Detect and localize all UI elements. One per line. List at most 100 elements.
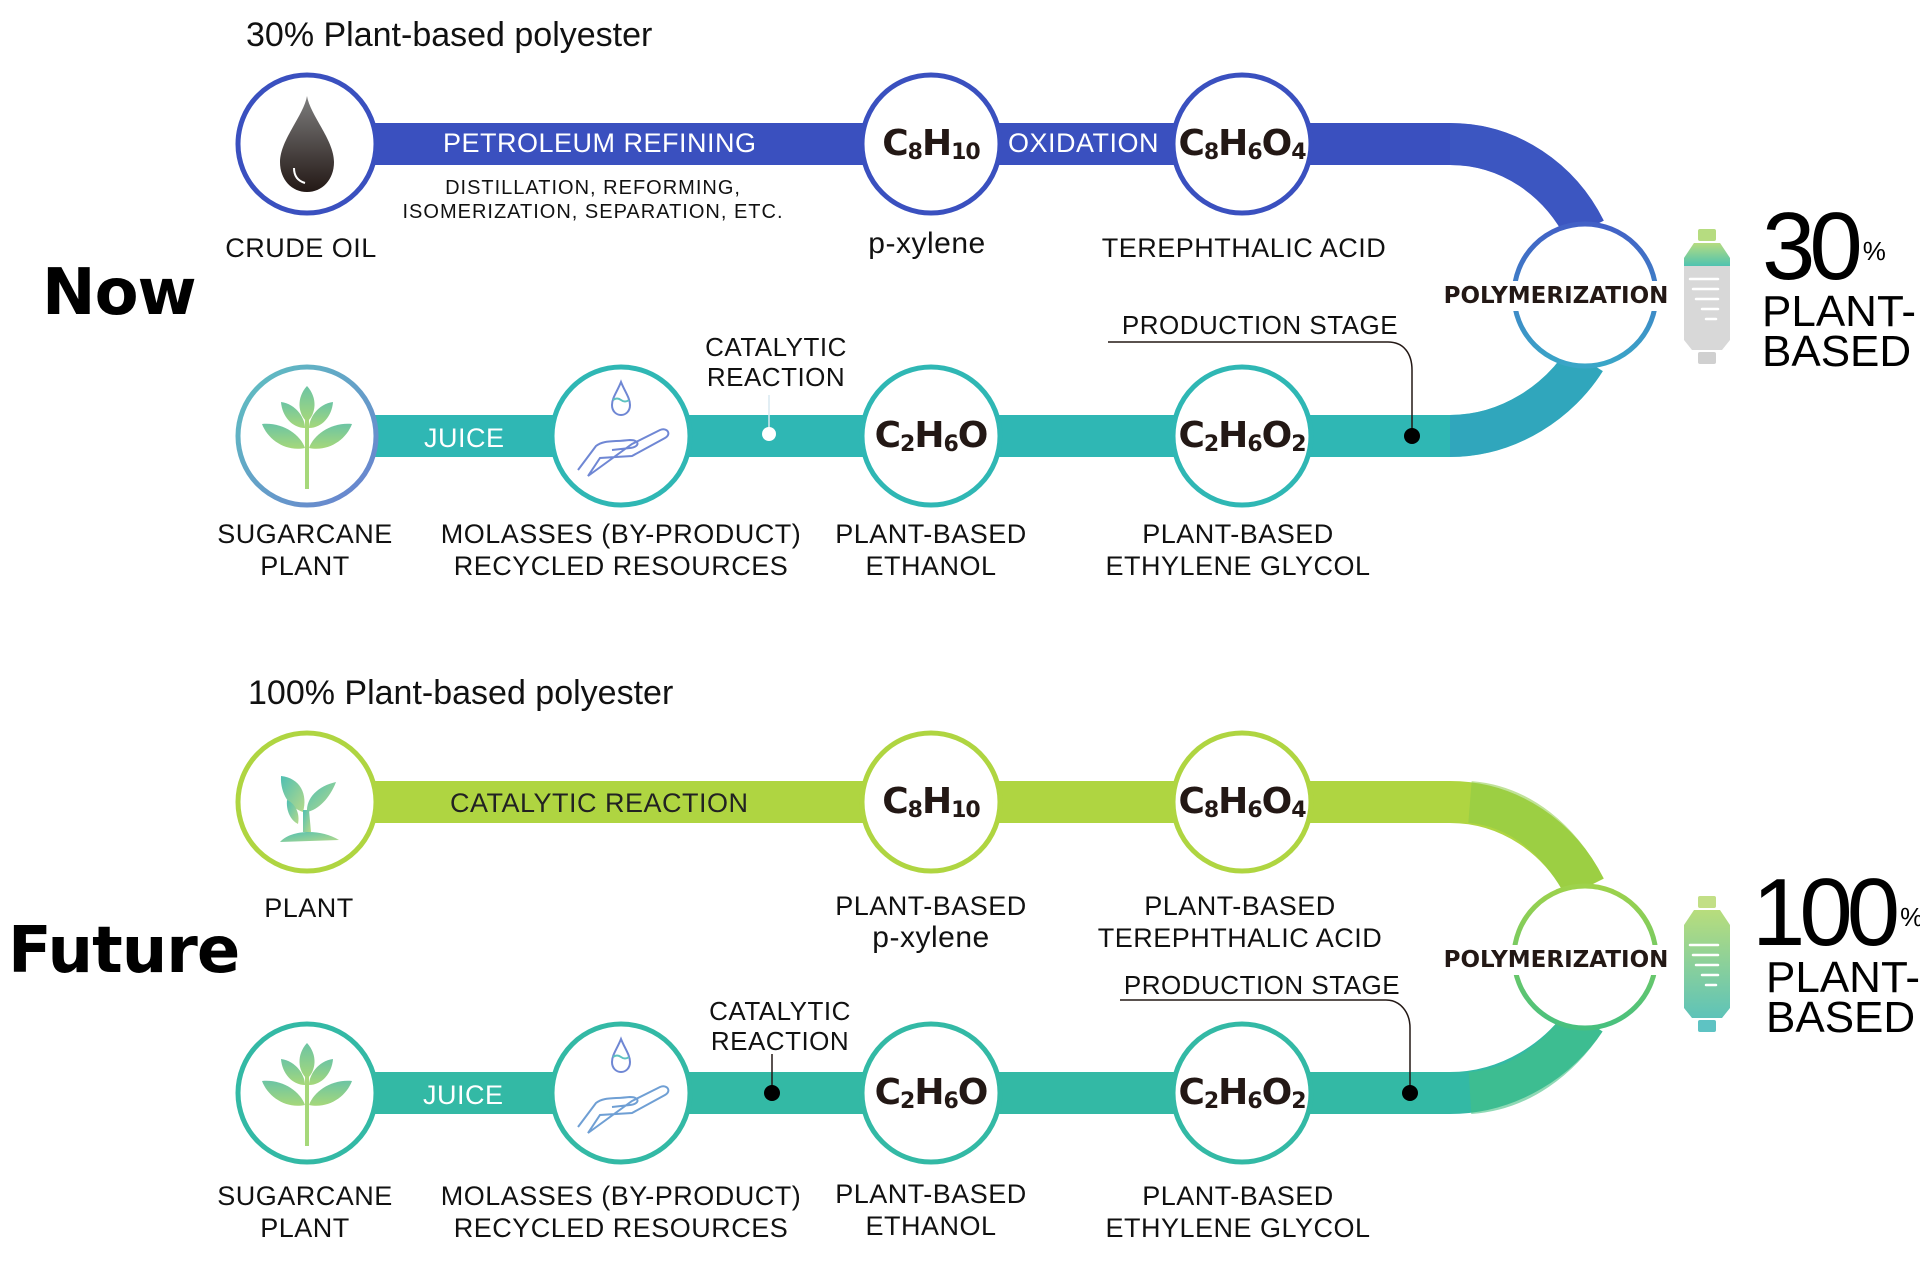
future-p-xylene-formula: C8H10 [882, 781, 980, 823]
label-line: SUGARCANE [217, 519, 393, 549]
future-result-percent: 100% [1752, 859, 1920, 966]
oil-drop-highlight [293, 167, 306, 184]
now-molasses-label: MOLASSES (BY-PRODUCT) RECYCLED RESOURCES [441, 518, 802, 582]
label-line: PLANT-BASED [1142, 519, 1334, 549]
future-title: 100% Plant-based polyester [248, 674, 674, 712]
annotation-line: REACTION [710, 1026, 850, 1056]
future-p-xylene-node [859, 730, 1003, 874]
future-terephthalic-node [1170, 730, 1314, 874]
now-refining-details: DISTILLATION, REFORMING, ISOMERIZATION, … [402, 176, 783, 224]
future-hand-drop-icon [577, 1036, 670, 1134]
future-polymerization-label: POLYMERIZATION [1439, 945, 1673, 975]
now-ethanol-formula: C2H6O [874, 415, 989, 457]
future-production-stage-annotation: PRODUCTION STAGE [1123, 970, 1401, 1000]
now-ethylene-glycol-formula: C2H6O2 [1178, 415, 1306, 457]
label-line: RECYCLED RESOURCES [453, 551, 789, 581]
label-line: ETHANOL [865, 551, 997, 581]
now-result-line: PLANT- [1762, 287, 1917, 336]
future-pipes [307, 781, 1604, 1114]
label-line: PLANT-BASED [835, 519, 1027, 549]
future-step-juice: JUICE [423, 1080, 504, 1110]
future-catalytic-dot [764, 1085, 780, 1101]
now-step-petroleum-refining: PETROLEUM REFINING [443, 128, 757, 158]
future-production-connector [1120, 999, 1411, 1093]
future-ethanol-label: PLANT-BASED ETHANOL [835, 1178, 1027, 1242]
now-terephthalic-formula: C8H6O4 [1178, 123, 1306, 165]
future-sugarcane-icon [262, 1043, 352, 1146]
now-catalytic-reaction-annotation: CATALYTIC REACTION [705, 332, 847, 392]
future-plant-label: PLANT [264, 893, 354, 923]
label-line: ETHYLENE GLYCOL [1105, 551, 1371, 581]
now-polymerization-label: POLYMERIZATION [1439, 281, 1673, 311]
label-line: PLANT-BASED [1142, 1181, 1334, 1211]
now-catalytic-dot [762, 427, 776, 441]
future-ethylene-glycol-formula: C2H6O2 [1178, 1072, 1306, 1114]
terephthalic-acid-node [1170, 72, 1314, 216]
label-line: RECYCLED RESOURCES [453, 1213, 789, 1243]
annotation-line: REACTION [706, 362, 846, 392]
future-curve-top-shade [1467, 781, 1604, 899]
future-terephthalic-formula: C8H6O4 [1178, 781, 1306, 823]
annotation-line: CATALYTIC [709, 996, 851, 1026]
label-line: p-xylene [872, 921, 990, 954]
future-terephthalic-label: PLANT-BASED TEREPHTHALIC ACID [1098, 890, 1383, 954]
future-ethanol-node [859, 1021, 1003, 1165]
now-p-xylene-formula: C8H10 [882, 123, 980, 165]
now-ethanol-label: PLANT-BASED ETHANOL [835, 518, 1027, 582]
label-line: SUGARCANE [217, 1181, 393, 1211]
label-line: PLANT [260, 551, 350, 581]
molasses-node [549, 364, 693, 508]
ethylene-glycol-node [1170, 364, 1314, 508]
annotation-line: CATALYTIC [705, 332, 847, 362]
now-production-dot [1404, 428, 1420, 444]
label-line: PLANT-BASED [1144, 891, 1336, 921]
label-line: MOLASSES (BY-PRODUCT) [440, 519, 802, 549]
hand-drop-icon [577, 379, 670, 477]
p-xylene-node [859, 72, 1003, 216]
refining-detail-line: DISTILLATION, REFORMING, [445, 177, 741, 199]
now-terephthalic-label: TEREPHTHALIC ACID [1101, 233, 1387, 263]
label-line: TEREPHTHALIC ACID [1097, 923, 1383, 953]
now-result-line: BASED [1762, 327, 1912, 376]
future-ethylene-glycol-label: PLANT-BASED ETHYLENE GLYCOL [1105, 1180, 1370, 1244]
now-pipes [307, 123, 1604, 457]
future-result-line: BASED [1766, 993, 1916, 1042]
seedling-icon [280, 776, 339, 842]
label-line: PLANT-BASED [835, 891, 1027, 921]
future-production-dot [1402, 1085, 1418, 1101]
label-line: MOLASSES (BY-PRODUCT) [440, 1181, 802, 1211]
now-result: 30% PLANT- BASED [1762, 193, 1917, 376]
future-curve-bottom-shade [1467, 1008, 1603, 1114]
now-crude-oil-label: CRUDE OIL [225, 233, 377, 263]
now-result-percent: 30% [1762, 193, 1886, 300]
now-bottle-icon [1684, 229, 1730, 364]
now-era-label: Now [42, 256, 197, 330]
future-era-label: Future [8, 914, 240, 988]
future-result-line: PLANT- [1766, 953, 1920, 1002]
now-production-connector [1108, 341, 1413, 436]
now-ethylene-glycol-label: PLANT-BASED ETHYLENE GLYCOL [1105, 518, 1370, 582]
future-molasses-label: MOLASSES (BY-PRODUCT) RECYCLED RESOURCES [441, 1180, 802, 1244]
label-line: PLANT [260, 1213, 350, 1243]
label-line: PLANT-BASED [835, 1179, 1027, 1209]
label-line: ETHANOL [865, 1211, 997, 1241]
future-catalytic-reaction-annotation: CATALYTIC REACTION [709, 996, 851, 1056]
future-bottle-icon [1684, 896, 1730, 1032]
refining-detail-line: ISOMERIZATION, SEPARATION, ETC. [402, 201, 784, 223]
label-line: ETHYLENE GLYCOL [1105, 1213, 1371, 1243]
future-step-catalytic-reaction: CATALYTIC REACTION [450, 788, 749, 818]
now-step-juice: JUICE [424, 423, 505, 453]
future-ethanol-formula: C2H6O [874, 1072, 989, 1114]
now-production-stage-annotation: PRODUCTION STAGE [1121, 310, 1399, 340]
sugarcane-icon [262, 386, 352, 489]
future-p-xylene-label: PLANT-BASED p-xylene [835, 890, 1027, 954]
future-sugarcane-label: SUGARCANE PLANT [217, 1180, 393, 1244]
now-p-xylene-label: p-xylene [868, 227, 986, 260]
plant-node [235, 730, 379, 874]
now-title: 30% Plant-based polyester [246, 16, 653, 54]
future-molasses-node [549, 1021, 693, 1165]
now-step-oxidation: OXIDATION [1008, 128, 1160, 158]
now-curve-bottom-shade [1449, 348, 1603, 457]
future-ethylene-glycol-node [1170, 1021, 1314, 1165]
